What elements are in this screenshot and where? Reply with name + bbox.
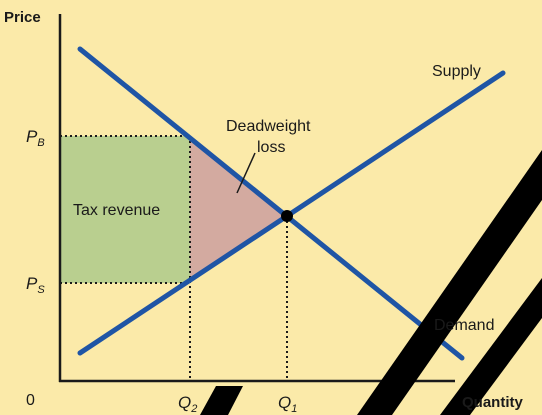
tax-revenue-area xyxy=(60,136,190,283)
pb-label: PB xyxy=(26,127,45,149)
equilibrium-point xyxy=(281,210,293,222)
guide-lines xyxy=(60,135,288,381)
demand-label: Demand xyxy=(434,317,494,334)
decorative-strokes xyxy=(200,150,542,415)
demand-curve xyxy=(77,46,465,361)
origin-label: 0 xyxy=(26,392,35,409)
x-axis-title: Quantity xyxy=(462,394,523,411)
ps-label: PS xyxy=(26,274,45,296)
q1-label: Q1 xyxy=(278,393,297,415)
deadweight-label-line2: loss xyxy=(257,139,285,156)
y-axis-title: Price xyxy=(4,9,41,26)
q2-label: Q2 xyxy=(178,393,197,415)
deadweight-label-line1: Deadweight xyxy=(226,118,311,135)
deadweight-pointer xyxy=(236,152,256,194)
deadweight-loss-area xyxy=(190,136,287,283)
supply-label: Supply xyxy=(432,63,481,80)
tax-revenue-label: Tax revenue xyxy=(73,202,160,219)
